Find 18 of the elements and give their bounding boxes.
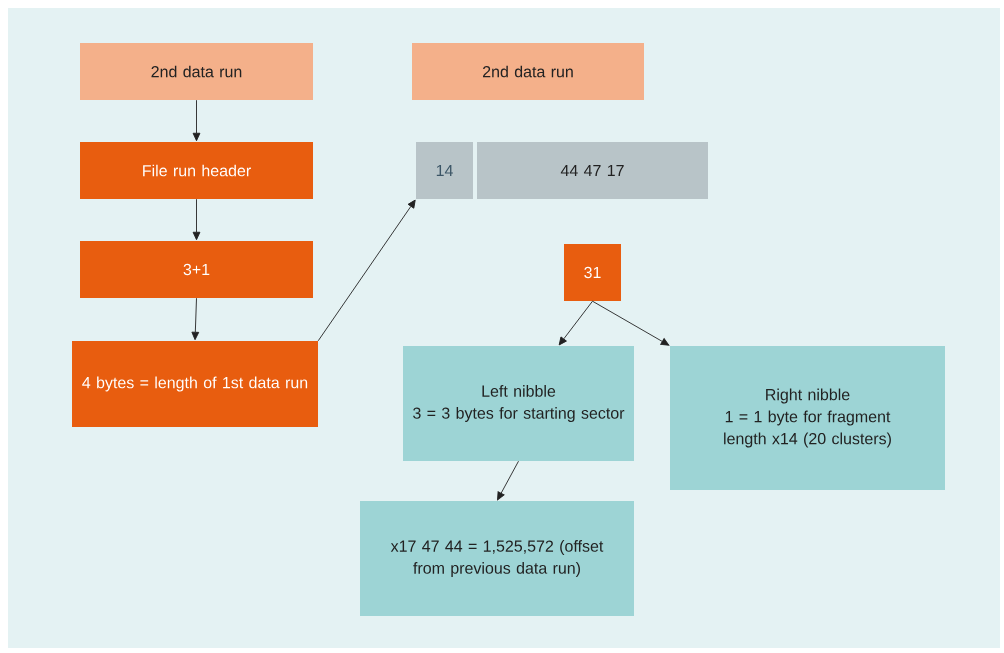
byte-cell: 44 47 17	[477, 142, 708, 199]
nibble-box: Right nibble 1 = 1 byte for fragment length x14 (20 clusters)	[670, 346, 945, 490]
arrow	[317, 199, 416, 342]
byte-box: 31	[564, 244, 621, 301]
arrow	[592, 300, 670, 346]
arrow	[192, 198, 201, 241]
arrow	[191, 297, 200, 341]
arrow	[192, 99, 201, 142]
process-box: 4 bytes = length of 1st data run	[72, 341, 318, 427]
process-box: 3+1	[80, 241, 313, 298]
result-box: x17 47 44 = 1,525,572 (offset from previous data run)	[360, 501, 634, 616]
label-box: 2nd data run	[412, 43, 644, 100]
arrow	[497, 460, 519, 501]
label-box: 2nd data run	[80, 43, 313, 100]
process-box: File run header	[80, 142, 313, 199]
byte-cell: 14	[416, 142, 473, 199]
arrow	[558, 300, 593, 346]
nibble-box: Left nibble 3 = 3 bytes for starting sector	[403, 346, 634, 461]
